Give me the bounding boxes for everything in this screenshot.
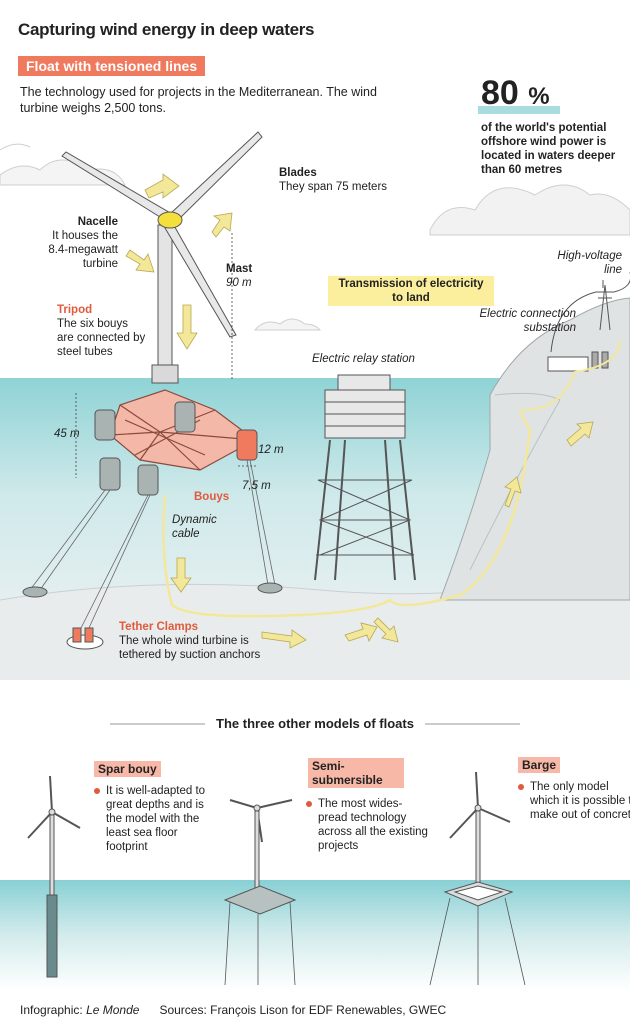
- coast-hill: [439, 297, 630, 601]
- hv-pylon: [550, 272, 630, 353]
- semi-submersible-model: [223, 799, 297, 986]
- tripod-text: The six bouys are connected by steel tub…: [57, 318, 146, 358]
- main-turbine: [61, 131, 263, 384]
- model-barge-title: Barge: [518, 757, 561, 773]
- spar-bouy-model: [27, 775, 81, 978]
- dynamic-cable-label: Dynamic cable: [172, 514, 217, 540]
- blades-title: Blades: [279, 167, 317, 179]
- credits-sources: Sources: François Lison for EDF Renewabl…: [159, 1003, 447, 1017]
- credits-infographic-label: Infographic:: [20, 1003, 83, 1017]
- model-semi-desc: The most wides-pread technology across a…: [306, 797, 428, 853]
- mast-value: 90 m: [226, 277, 252, 289]
- intro-text: The technology used for projects in the …: [20, 85, 377, 115]
- tether-label: Tether Clamps The whole wind turbine is …: [119, 620, 289, 662]
- transmission-label: Transmission of electricity to land: [328, 276, 494, 306]
- credits: Infographic: Le Monde Sources: François …: [20, 1003, 446, 1017]
- tether-text: The whole wind turbine is tethered by su…: [119, 635, 261, 661]
- mast-title: Mast: [226, 263, 253, 275]
- stat-unit: %: [528, 83, 550, 110]
- stat-number: 80: [481, 74, 519, 112]
- stat-highlight: [478, 106, 560, 114]
- model-spar-desc: It is well-adapted to great depths and i…: [94, 784, 218, 854]
- model-spar-title: Spar bouy: [94, 761, 161, 777]
- nacelle-title: Nacelle: [77, 216, 118, 228]
- anchors: [22, 582, 283, 650]
- seabed: [0, 560, 630, 680]
- tripod-label: Tripod The six bouys are connected by st…: [57, 303, 147, 359]
- model-barge-desc: The only model which it is possible to m…: [518, 780, 630, 822]
- flow-arrows: [125, 173, 594, 649]
- main-tag: Float with tensioned lines: [18, 56, 206, 76]
- model-semi-title: Semi-submersible: [308, 758, 404, 788]
- bouy-height-label: 12 m: [258, 444, 284, 456]
- tripod-title: Tripod: [57, 304, 93, 316]
- models-sea: [0, 880, 630, 990]
- clouds: [0, 143, 630, 331]
- page-title: Capturing wind energy in deep waters: [18, 20, 315, 39]
- stat-value: 80 %: [481, 74, 550, 113]
- dimension-lines: [75, 233, 258, 478]
- substation-label: Electric connection substation: [479, 308, 576, 334]
- section-title: The three other models of floats: [216, 716, 414, 731]
- tether-lines: [29, 459, 276, 631]
- nacelle-text: It houses the 8.4-megawatt turbine: [48, 230, 118, 270]
- barge-model: [429, 771, 526, 986]
- mast-label: Mast 90 m: [226, 262, 266, 290]
- hv-line-label: High-voltage line: [557, 250, 622, 276]
- blades-text: They span 75 meters: [279, 181, 388, 193]
- dynamic-cable: [162, 411, 532, 618]
- depth-label: 45 m: [54, 428, 80, 440]
- credits-source: Le Monde: [86, 1003, 140, 1017]
- bouy-width-label: 7,5 m: [242, 480, 271, 492]
- relay-label: Electric relay station: [312, 353, 415, 365]
- bouys: [94, 401, 258, 496]
- nacelle-label: Nacelle It houses the 8.4-megawatt turbi…: [30, 215, 118, 271]
- tether-title: Tether Clamps: [119, 621, 199, 633]
- stat-text: of the world's potential offshore wind p…: [481, 122, 616, 176]
- blades-label: Blades They span 75 meters: [279, 166, 389, 194]
- bouys-label: Bouys: [194, 491, 230, 503]
- relay-station: [314, 374, 416, 581]
